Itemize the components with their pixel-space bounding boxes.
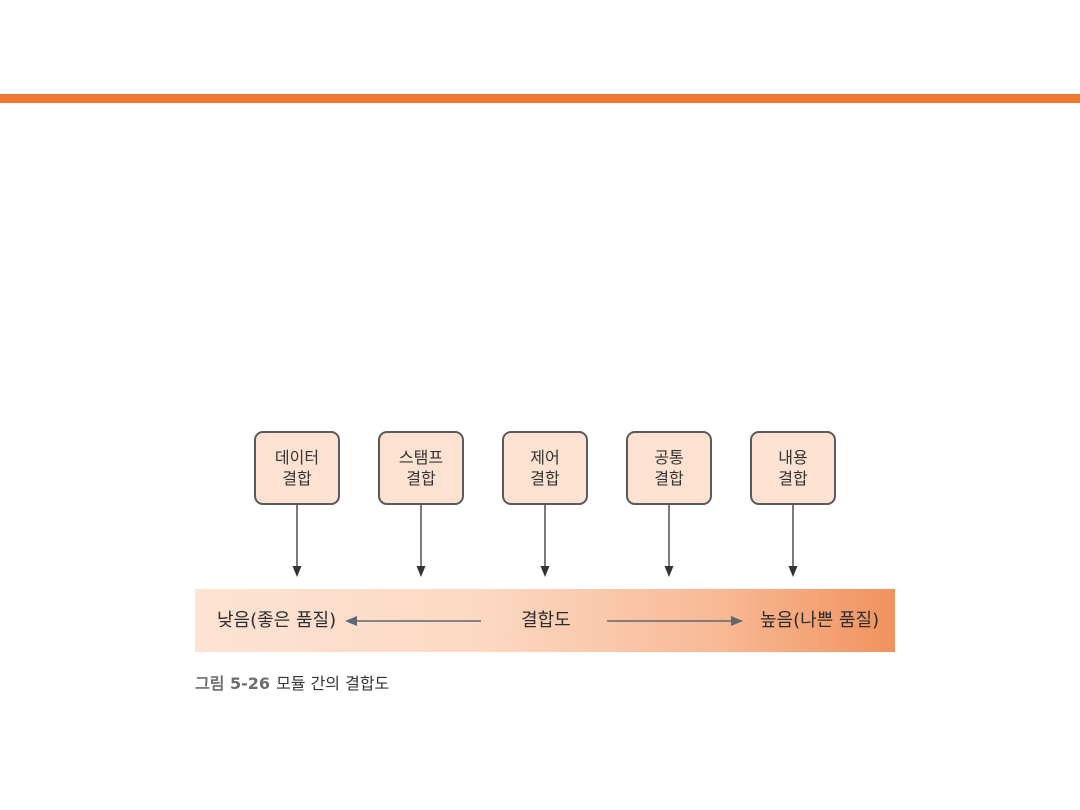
box-label-line2: 결합 (406, 469, 436, 488)
box-control-coupling: 제어 결합 (502, 431, 588, 505)
down-arrow-icon (416, 505, 426, 577)
box-label-line2: 결합 (530, 469, 560, 488)
box-label-line1: 데이터 (274, 448, 320, 467)
box-label-line2: 결합 (778, 469, 808, 488)
down-arrow-icon (664, 505, 674, 577)
box-stamp-coupling: 스탬프 결합 (378, 431, 464, 505)
top-accent-bar (0, 94, 1080, 103)
scale-high-label: 높음(나쁜 품질) (760, 610, 880, 631)
down-arrow-icon (540, 505, 550, 577)
box-common-coupling: 공통 결합 (626, 431, 712, 505)
scale-low-label: 낮음(좋은 품질) (217, 610, 337, 631)
box-label-line1: 스탬프 (398, 448, 444, 467)
box-label-line2: 결합 (282, 469, 312, 488)
box-label-line1: 내용 (778, 448, 808, 467)
box-label-line1: 공통 (654, 448, 684, 467)
coupling-scale-bar: 낮음(좋은 품질) 결합도 높음(나쁜 품질) (195, 589, 895, 652)
box-label-line1: 제어 (530, 448, 560, 467)
scale-center-label: 결합도 (521, 610, 571, 631)
left-arrow-icon (345, 616, 481, 626)
down-arrow-icon (788, 505, 798, 577)
figure-number: 그림 5-26 (195, 674, 271, 693)
figure-title: 모듈 간의 결합도 (276, 674, 390, 693)
down-arrow-icon (292, 505, 302, 577)
right-arrow-icon (607, 616, 743, 626)
box-label-line2: 결합 (654, 469, 684, 488)
figure-caption: 그림 5-26 모듈 간의 결합도 (195, 670, 389, 694)
box-content-coupling: 내용 결합 (750, 431, 836, 505)
box-data-coupling: 데이터 결합 (254, 431, 340, 505)
